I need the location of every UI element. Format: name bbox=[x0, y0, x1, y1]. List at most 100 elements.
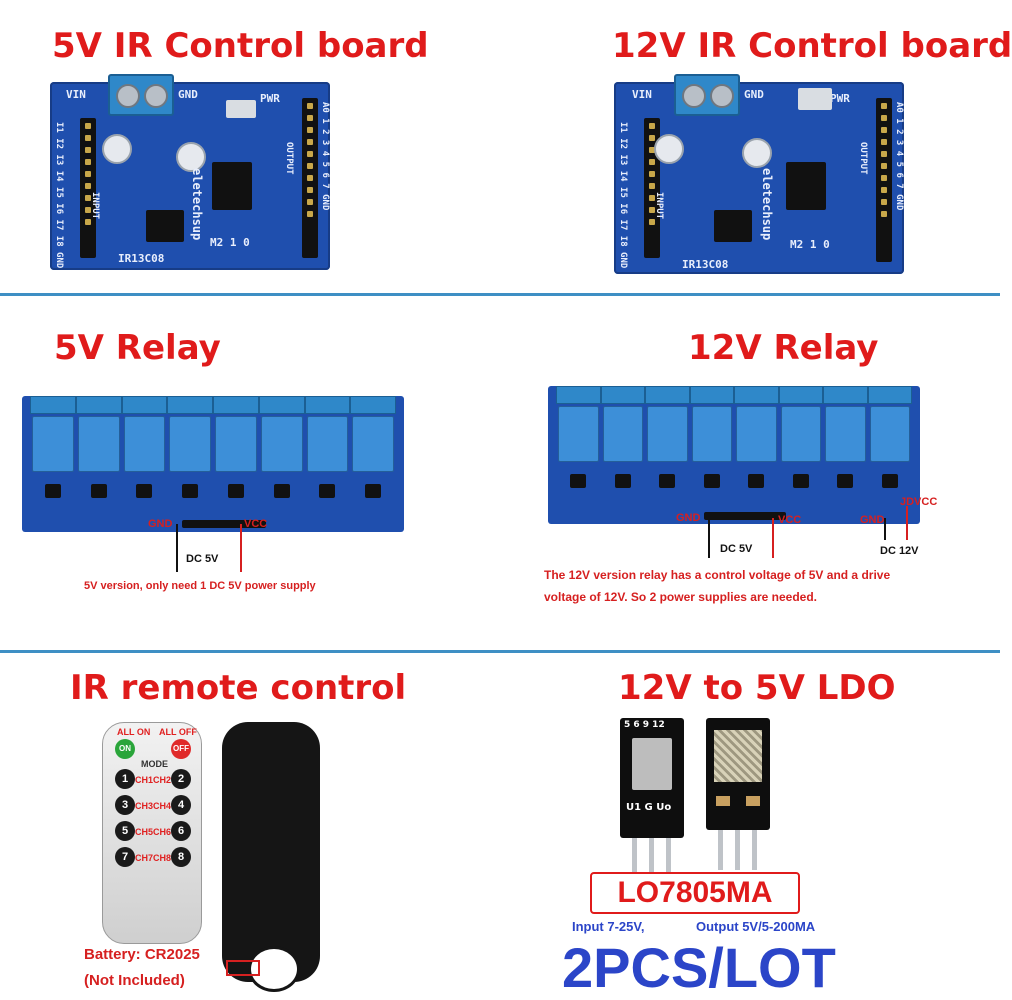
channel-button-2: 2 bbox=[171, 769, 191, 789]
optocoupler bbox=[319, 484, 336, 498]
relay-terminal bbox=[213, 396, 259, 414]
relay bbox=[736, 406, 777, 462]
input-label: INPUT bbox=[90, 192, 100, 220]
optocoupler bbox=[365, 484, 382, 498]
channel-label-1: CH1 bbox=[135, 775, 154, 785]
relay-terminal bbox=[30, 396, 76, 414]
output-header bbox=[302, 98, 318, 258]
channel-button-5: 5 bbox=[115, 821, 135, 841]
brand-label: eletechsup bbox=[190, 168, 204, 241]
optocoupler bbox=[182, 484, 199, 498]
capacitor bbox=[102, 134, 132, 164]
ic-chip bbox=[146, 210, 184, 242]
battery-slot bbox=[248, 946, 300, 992]
ir-remote-back bbox=[222, 722, 320, 992]
all-off-label: ALL OFF bbox=[159, 727, 197, 737]
relay-12v-note-line2: voltage of 12V. So 2 power supplies are … bbox=[544, 590, 817, 604]
relay-5v-gnd-label: GND bbox=[148, 518, 173, 530]
ldo-model-label: LO7805MA bbox=[590, 872, 800, 914]
optocoupler bbox=[273, 484, 290, 498]
relay-5v-image bbox=[22, 396, 404, 532]
lot-label: 2PCS/LOT bbox=[562, 936, 836, 999]
relay-12v-vcc-label: VCC bbox=[778, 514, 802, 526]
relay bbox=[602, 406, 643, 462]
section-divider bbox=[0, 650, 1000, 653]
relay-terminal bbox=[350, 396, 396, 414]
mode-label: M2 1 0 bbox=[790, 238, 830, 251]
relay-12v-note-line1: The 12V version relay has a control volt… bbox=[544, 568, 891, 582]
all-on-button: ON bbox=[115, 739, 135, 759]
relay bbox=[77, 416, 120, 472]
relay-12v-image bbox=[548, 386, 920, 524]
control-header bbox=[704, 512, 787, 520]
output-pins-label: A0 1 2 3 4 5 6 7 GND bbox=[320, 102, 330, 211]
output-header bbox=[876, 98, 892, 262]
input-pins-label: I1 I2 I3 I4 I5 I6 I7 I8 GND bbox=[54, 122, 64, 269]
relay-5v-vcc-label: VCC bbox=[244, 518, 268, 530]
ldo-output-spec: Output 5V/5-200MA bbox=[696, 919, 816, 934]
relay bbox=[647, 406, 688, 462]
battery-label: Battery: CR2025 bbox=[84, 946, 200, 963]
channel-label-3: CH3 bbox=[135, 801, 154, 811]
ir-board-12v-title: 12V IR Control board bbox=[612, 26, 1012, 66]
output-label: OUTPUT bbox=[284, 142, 294, 175]
all-on-label: ALL ON bbox=[117, 727, 151, 737]
relay-12v-dc-label: DC 5V bbox=[720, 543, 753, 555]
relay bbox=[869, 406, 910, 462]
relay-terminal bbox=[167, 396, 213, 414]
gnd-wire bbox=[176, 524, 178, 572]
relay-terminal bbox=[556, 386, 601, 404]
relay-12v-jdvcc-label: JDVCC bbox=[900, 496, 938, 508]
power-terminal bbox=[108, 74, 174, 116]
relay bbox=[780, 406, 821, 462]
relay bbox=[558, 406, 599, 462]
capacitor bbox=[176, 142, 206, 172]
ldo-module-back bbox=[706, 718, 770, 830]
optocoupler bbox=[136, 484, 153, 498]
ldo-pad-pattern bbox=[714, 730, 762, 782]
optocoupler bbox=[44, 484, 61, 498]
ic-chip bbox=[212, 162, 252, 210]
gnd-wire bbox=[708, 518, 710, 558]
channel-label-4: CH4 bbox=[153, 801, 172, 811]
channel-label-2: CH2 bbox=[153, 775, 172, 785]
section-divider bbox=[0, 293, 1000, 296]
relay-terminal bbox=[75, 396, 122, 414]
ir-board-5v-image: VIN GND PWR I1 I2 I3 I4 I5 I6 I7 I8 GND … bbox=[50, 74, 330, 270]
relay bbox=[306, 416, 349, 472]
channel-button-8: 8 bbox=[171, 847, 191, 867]
arrow-icon bbox=[226, 960, 260, 976]
mode-label: M2 1 0 bbox=[210, 236, 250, 249]
input-pins-label: I1 I2 I3 I4 I5 I6 I7 I8 GND bbox=[618, 122, 628, 269]
channel-button-7: 7 bbox=[115, 847, 135, 867]
vcc-wire bbox=[772, 518, 774, 558]
all-off-button: OFF bbox=[171, 739, 191, 759]
ir-receiver bbox=[226, 100, 256, 118]
gnd-label: GND bbox=[178, 88, 198, 101]
relay-terminal bbox=[304, 396, 351, 414]
ldo-input-spec: Input 7-25V, bbox=[572, 919, 645, 934]
jdvcc-wire bbox=[906, 506, 908, 540]
output-label: OUTPUT bbox=[858, 142, 868, 175]
control-header bbox=[182, 520, 267, 528]
vin-label: VIN bbox=[66, 88, 86, 101]
optocoupler bbox=[659, 474, 676, 488]
ldo-top-pins-label: 5 6 9 12 bbox=[624, 720, 665, 730]
brand-label: eletechsup bbox=[760, 168, 774, 241]
battery-not-included-label: (Not Included) bbox=[84, 972, 185, 989]
output-pins-label: A0 1 2 3 4 5 6 7 GND bbox=[894, 102, 904, 211]
channel-label-7: CH7 bbox=[135, 853, 154, 863]
channel-button-6: 6 bbox=[171, 821, 191, 841]
capacitor bbox=[654, 134, 684, 164]
ic-chip bbox=[786, 162, 826, 210]
relay-5v-title: 5V Relay bbox=[54, 328, 221, 368]
relay-terminal bbox=[258, 396, 305, 414]
ldo-title: 12V to 5V LDO bbox=[618, 668, 896, 708]
optocoupler bbox=[703, 474, 720, 488]
channel-button-4: 4 bbox=[171, 795, 191, 815]
relay bbox=[32, 416, 74, 472]
relay-12v-gnd-label: GND bbox=[676, 512, 701, 524]
power-terminal bbox=[674, 74, 740, 116]
relay bbox=[352, 416, 394, 472]
